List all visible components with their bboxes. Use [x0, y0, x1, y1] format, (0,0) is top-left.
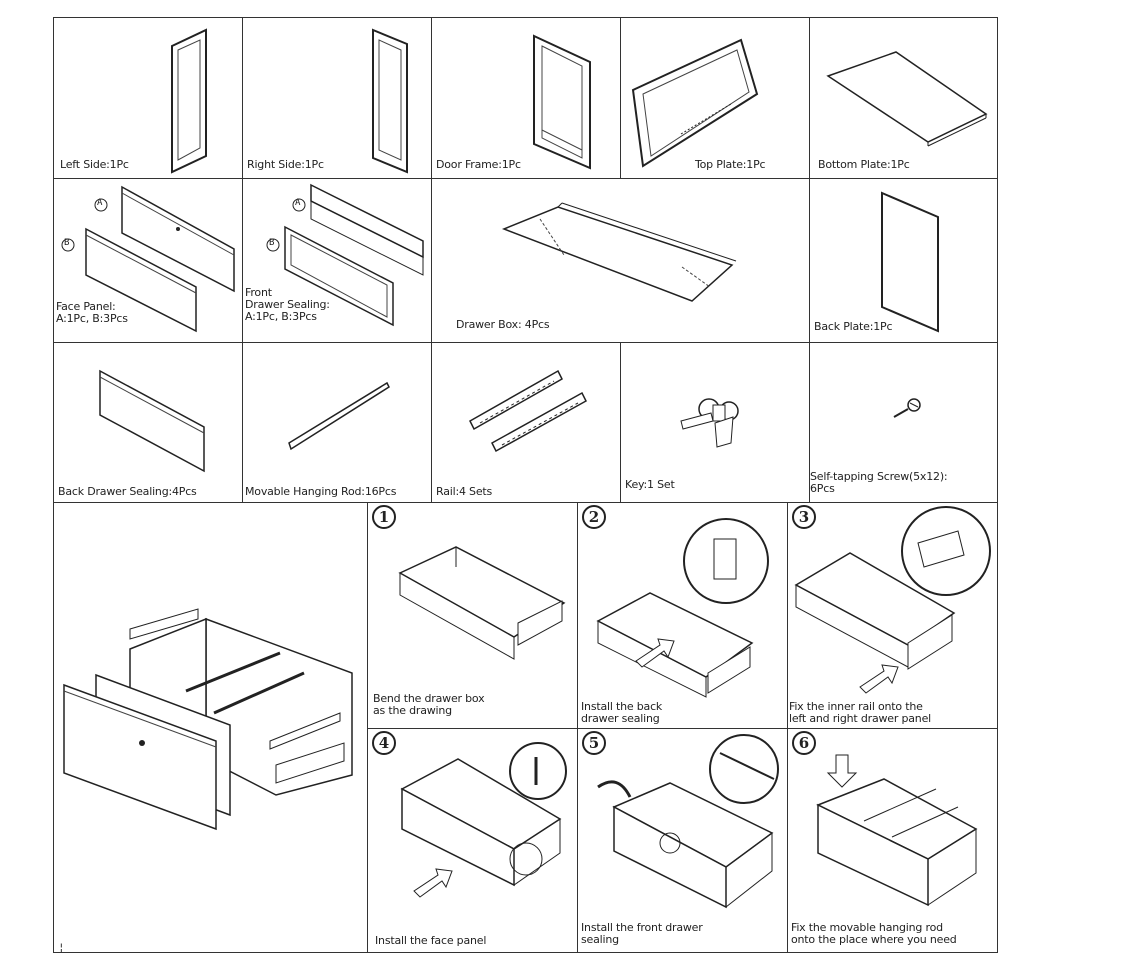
step-text: Install the back drawer sealing: [581, 700, 663, 725]
part-rail: Rail:4 Sets: [431, 342, 621, 503]
step-6-illustration: [816, 754, 978, 907]
part-right-side: Right Side:1Pc: [242, 17, 432, 179]
step-2: 2 Install the back drawer sealing: [577, 502, 788, 729]
part-label: Key:1 Set: [625, 478, 675, 491]
marker-b-label: B: [269, 238, 275, 248]
door-frame-illustration: [533, 34, 591, 170]
zoom-detail-icon: [509, 742, 567, 800]
zoom-detail-icon: [709, 734, 779, 804]
marker-a-icon: [292, 198, 306, 212]
face-panel-illustration: [61, 185, 235, 333]
step-3: 3 Fix the inner rail onto the left and r…: [787, 502, 998, 729]
part-label: Door Frame:1Pc: [436, 158, 521, 171]
exploded-drawer-illustration: [63, 608, 353, 831]
step-number-badge: 6: [792, 731, 816, 755]
step-5: 5 Install the front drawer sealing: [577, 728, 788, 953]
right-side-illustration: [372, 28, 408, 174]
part-label: Right Side:1Pc: [247, 158, 324, 171]
part-back-drawer-sealing: Back Drawer Sealing:4Pcs: [53, 342, 243, 503]
movable-hanging-rod-illustration: [288, 381, 390, 451]
step-text: Install the face panel: [375, 934, 487, 947]
part-label: Top Plate:1Pc: [695, 158, 766, 171]
down-arrow-icon: [826, 754, 858, 788]
step-4: 4 Install the face panel: [367, 728, 578, 953]
part-label: Front Drawer Sealing: A:1Pc, B:3Pcs: [245, 286, 330, 323]
marker-a-label: A: [295, 198, 301, 208]
part-label: Self-tapping Screw(5x12): 6Pcs: [810, 470, 948, 495]
key-illustration: [680, 398, 739, 448]
part-label: Bottom Plate:1Pc: [818, 158, 910, 171]
step-number-badge: 2: [582, 505, 606, 529]
part-label: Drawer Box: 4Pcs: [456, 318, 550, 331]
part-label: Back Plate:1Pc: [814, 320, 893, 333]
part-bottom-plate: Bottom Plate:1Pc: [809, 17, 998, 179]
left-side-illustration: [171, 28, 207, 174]
arrow-icon: [859, 664, 899, 694]
arrow-icon: [635, 638, 675, 668]
front-drawer-sealing-illustration: [266, 183, 424, 327]
part-label: Back Drawer Sealing:4Pcs: [58, 485, 197, 498]
step-number-badge: 1: [372, 505, 396, 529]
zoom-detail-icon: [683, 518, 769, 604]
step-text: Bend the drawer box as the drawing: [373, 692, 485, 717]
arrow-icon: [413, 868, 453, 898]
step-number-badge: 4: [372, 731, 396, 755]
step-text: Install the front drawer sealing: [581, 921, 703, 946]
marker-b-label: B: [64, 238, 70, 248]
part-left-side: Left Side:1Pc: [53, 17, 243, 179]
marker-b-icon: [266, 238, 280, 252]
step-3-illustration: [794, 506, 991, 694]
part-front-drawer-sealing: A B Front Drawer Sealing: A:1Pc, B:3Pcs: [242, 178, 432, 343]
part-label: Left Side:1Pc: [60, 158, 129, 171]
part-drawer-box: Drawer Box: 4Pcs: [431, 178, 810, 343]
back-drawer-sealing-illustration: [99, 369, 205, 473]
part-top-plate: Top Plate:1Pc: [620, 17, 810, 179]
marker-a-icon: [94, 198, 108, 212]
rail-illustration: [469, 369, 587, 453]
top-plate-illustration: [631, 38, 759, 168]
corner-mark: ¦: [58, 941, 65, 953]
part-label: Rail:4 Sets: [436, 485, 493, 498]
step-5-illustration: [597, 734, 779, 909]
step-2-illustration: [596, 518, 769, 698]
screw-illustration: [893, 398, 921, 418]
part-key: Key:1 Set: [620, 342, 810, 503]
drawer-box-illustration: [501, 202, 737, 302]
step-6: 6 Fix the movable hanging rod onto the p…: [787, 728, 998, 953]
part-door-frame: Door Frame:1Pc: [431, 17, 621, 179]
bottom-plate-illustration: [826, 51, 988, 147]
part-label: Movable Hanging Rod:16Pcs: [245, 485, 397, 498]
step-1: 1 Bend the drawer box as the drawing: [367, 502, 578, 729]
part-back-plate: Back Plate:1Pc: [809, 178, 998, 343]
marker-b-icon: [61, 238, 75, 252]
assembled-drawer-overview: ¦: [53, 502, 368, 953]
step-text: Fix the inner rail onto the left and rig…: [789, 700, 931, 725]
part-face-panel: A B Face Panel: A:1Pc, B:3Pcs: [53, 178, 243, 343]
step-4-illustration: [400, 742, 567, 898]
rotate-arrow-icon: [597, 780, 632, 798]
back-plate-illustration: [881, 191, 939, 333]
marker-a-label: A: [97, 198, 103, 208]
step-1-illustration: [398, 546, 566, 660]
part-label: Face Panel: A:1Pc, B:3Pcs: [56, 300, 128, 325]
step-number-badge: 5: [582, 731, 606, 755]
step-number-badge: 3: [792, 505, 816, 529]
part-self-tapping-screw: Self-tapping Screw(5x12): 6Pcs: [809, 342, 998, 503]
step-text: Fix the movable hanging rod onto the pla…: [791, 921, 957, 946]
part-movable-hanging-rod: Movable Hanging Rod:16Pcs: [242, 342, 432, 503]
